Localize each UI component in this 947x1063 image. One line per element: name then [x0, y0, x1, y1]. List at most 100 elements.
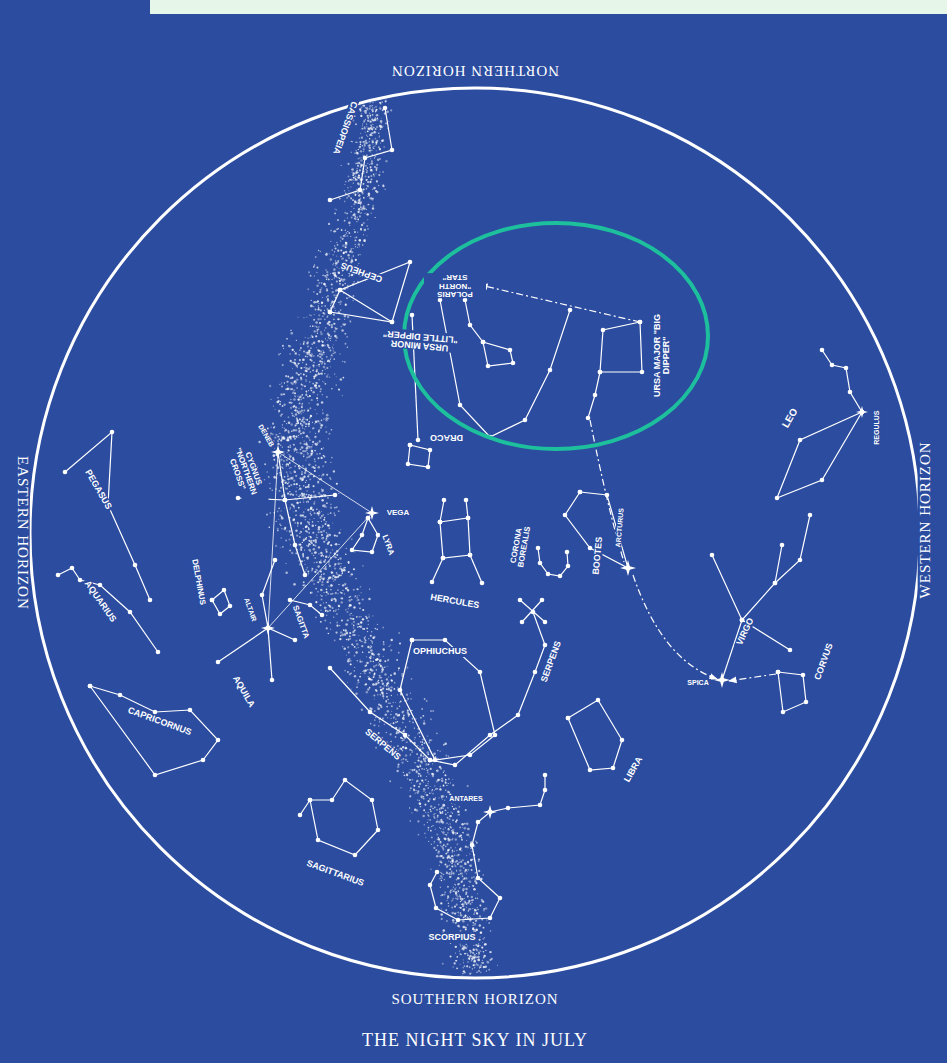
milky-way-dot — [355, 150, 356, 151]
milky-way-dot — [433, 753, 436, 756]
milky-way-dot — [416, 753, 418, 755]
milky-way-dot — [436, 833, 438, 835]
milky-way-dot — [322, 316, 323, 317]
milky-way-dot — [460, 861, 462, 863]
milky-way-dot — [303, 412, 304, 413]
milky-way-dot — [402, 711, 404, 713]
milky-way-dot — [472, 925, 473, 926]
milky-way-dot — [278, 507, 280, 509]
milky-way-dot — [337, 219, 339, 221]
milky-way-dot — [466, 822, 469, 825]
milky-way-dot — [320, 350, 322, 352]
milky-way-dot — [365, 140, 367, 142]
milky-way-dot — [317, 481, 319, 483]
milky-way-dot — [475, 841, 476, 842]
milky-way-dot — [430, 805, 432, 807]
milky-way-dot — [299, 396, 301, 398]
milky-way-dot — [291, 412, 292, 413]
milky-way-dot — [419, 736, 421, 738]
milky-way-dot — [432, 710, 434, 712]
milky-way-dot — [309, 550, 311, 552]
milky-way-dot — [322, 341, 324, 343]
milky-way-dot — [348, 608, 349, 609]
milky-way-dot — [471, 902, 472, 903]
milky-way-dot — [467, 953, 468, 954]
milky-way-dot — [303, 499, 304, 500]
milky-way-dot — [460, 914, 462, 916]
milky-way-dot — [452, 900, 453, 901]
milky-way-dot — [284, 382, 285, 383]
milky-way-dot — [310, 514, 312, 516]
milky-way-dot — [358, 635, 359, 636]
milky-way-dot — [293, 405, 295, 407]
milky-way-dot — [360, 133, 361, 134]
milky-way-dot — [455, 922, 457, 924]
milky-way-dot — [334, 330, 336, 332]
milky-way-dot — [309, 536, 310, 537]
milky-way-dot — [370, 150, 371, 151]
milky-way-dot — [345, 553, 347, 555]
milky-way-dot — [294, 351, 295, 352]
milky-way-dot — [352, 295, 354, 297]
milky-way-dot — [278, 410, 280, 412]
milky-way-dot — [319, 322, 321, 324]
milky-way-dot — [294, 395, 295, 396]
milky-way-dot — [343, 569, 346, 572]
milky-way-dot — [327, 333, 330, 336]
milky-way-dot — [427, 772, 429, 774]
milky-way-dot — [353, 255, 354, 256]
milky-way-dot — [315, 539, 317, 541]
milky-way-dot — [461, 900, 462, 901]
milky-way-dot — [313, 341, 316, 344]
milky-way-dot — [397, 721, 398, 722]
milky-way-dot — [310, 536, 312, 538]
milky-way-dot — [473, 923, 475, 925]
milky-way-dot — [423, 798, 424, 799]
milky-way-dot — [357, 165, 359, 167]
milky-way-dot — [478, 970, 480, 972]
milky-way-dot — [427, 735, 428, 736]
milky-way-dot — [320, 388, 322, 390]
milky-way-dot — [349, 632, 351, 634]
milky-way-dot — [329, 534, 331, 536]
milky-way-dot — [373, 661, 374, 662]
milky-way-dot — [297, 399, 299, 401]
milky-way-dot — [328, 279, 330, 281]
milky-way-dot — [351, 623, 352, 624]
milky-way-dot — [463, 962, 464, 963]
milky-way-dot — [306, 486, 308, 488]
milky-way-dot — [448, 873, 450, 875]
milky-way-dot — [458, 874, 459, 875]
milky-way-dot — [346, 235, 348, 237]
milky-way-dot — [369, 164, 370, 165]
milky-way-dot — [433, 842, 434, 843]
milky-way-dot — [377, 653, 379, 655]
milky-way-dot — [421, 753, 422, 754]
milky-way-dot — [321, 448, 323, 450]
milky-way-dot — [356, 162, 358, 164]
milky-way-dot — [463, 867, 465, 869]
milky-way-dot — [429, 798, 431, 800]
milky-way-dot — [335, 600, 337, 602]
milky-way-dot — [311, 343, 313, 345]
milky-way-dot — [423, 809, 425, 811]
milky-way-dot — [385, 100, 387, 102]
milky-way-dot — [439, 855, 441, 857]
top-strip — [150, 0, 947, 14]
milky-way-dot — [330, 338, 331, 339]
milky-way-dot — [376, 629, 378, 631]
milky-way-dot — [273, 405, 274, 406]
milky-way-dot — [335, 611, 336, 612]
milky-way-dot — [318, 531, 320, 533]
milky-way-dot — [348, 232, 350, 234]
milky-way-dot — [330, 512, 332, 514]
milky-way-dot — [336, 289, 339, 292]
milky-way-dot — [356, 188, 357, 189]
milky-way-dot — [397, 745, 399, 747]
milky-way-dot — [308, 528, 310, 530]
milky-way-dot — [307, 500, 309, 502]
milky-way-dot — [367, 168, 368, 169]
milky-way-dot — [378, 665, 379, 666]
milky-way-dot — [333, 294, 335, 296]
milky-way-dot — [301, 406, 303, 408]
